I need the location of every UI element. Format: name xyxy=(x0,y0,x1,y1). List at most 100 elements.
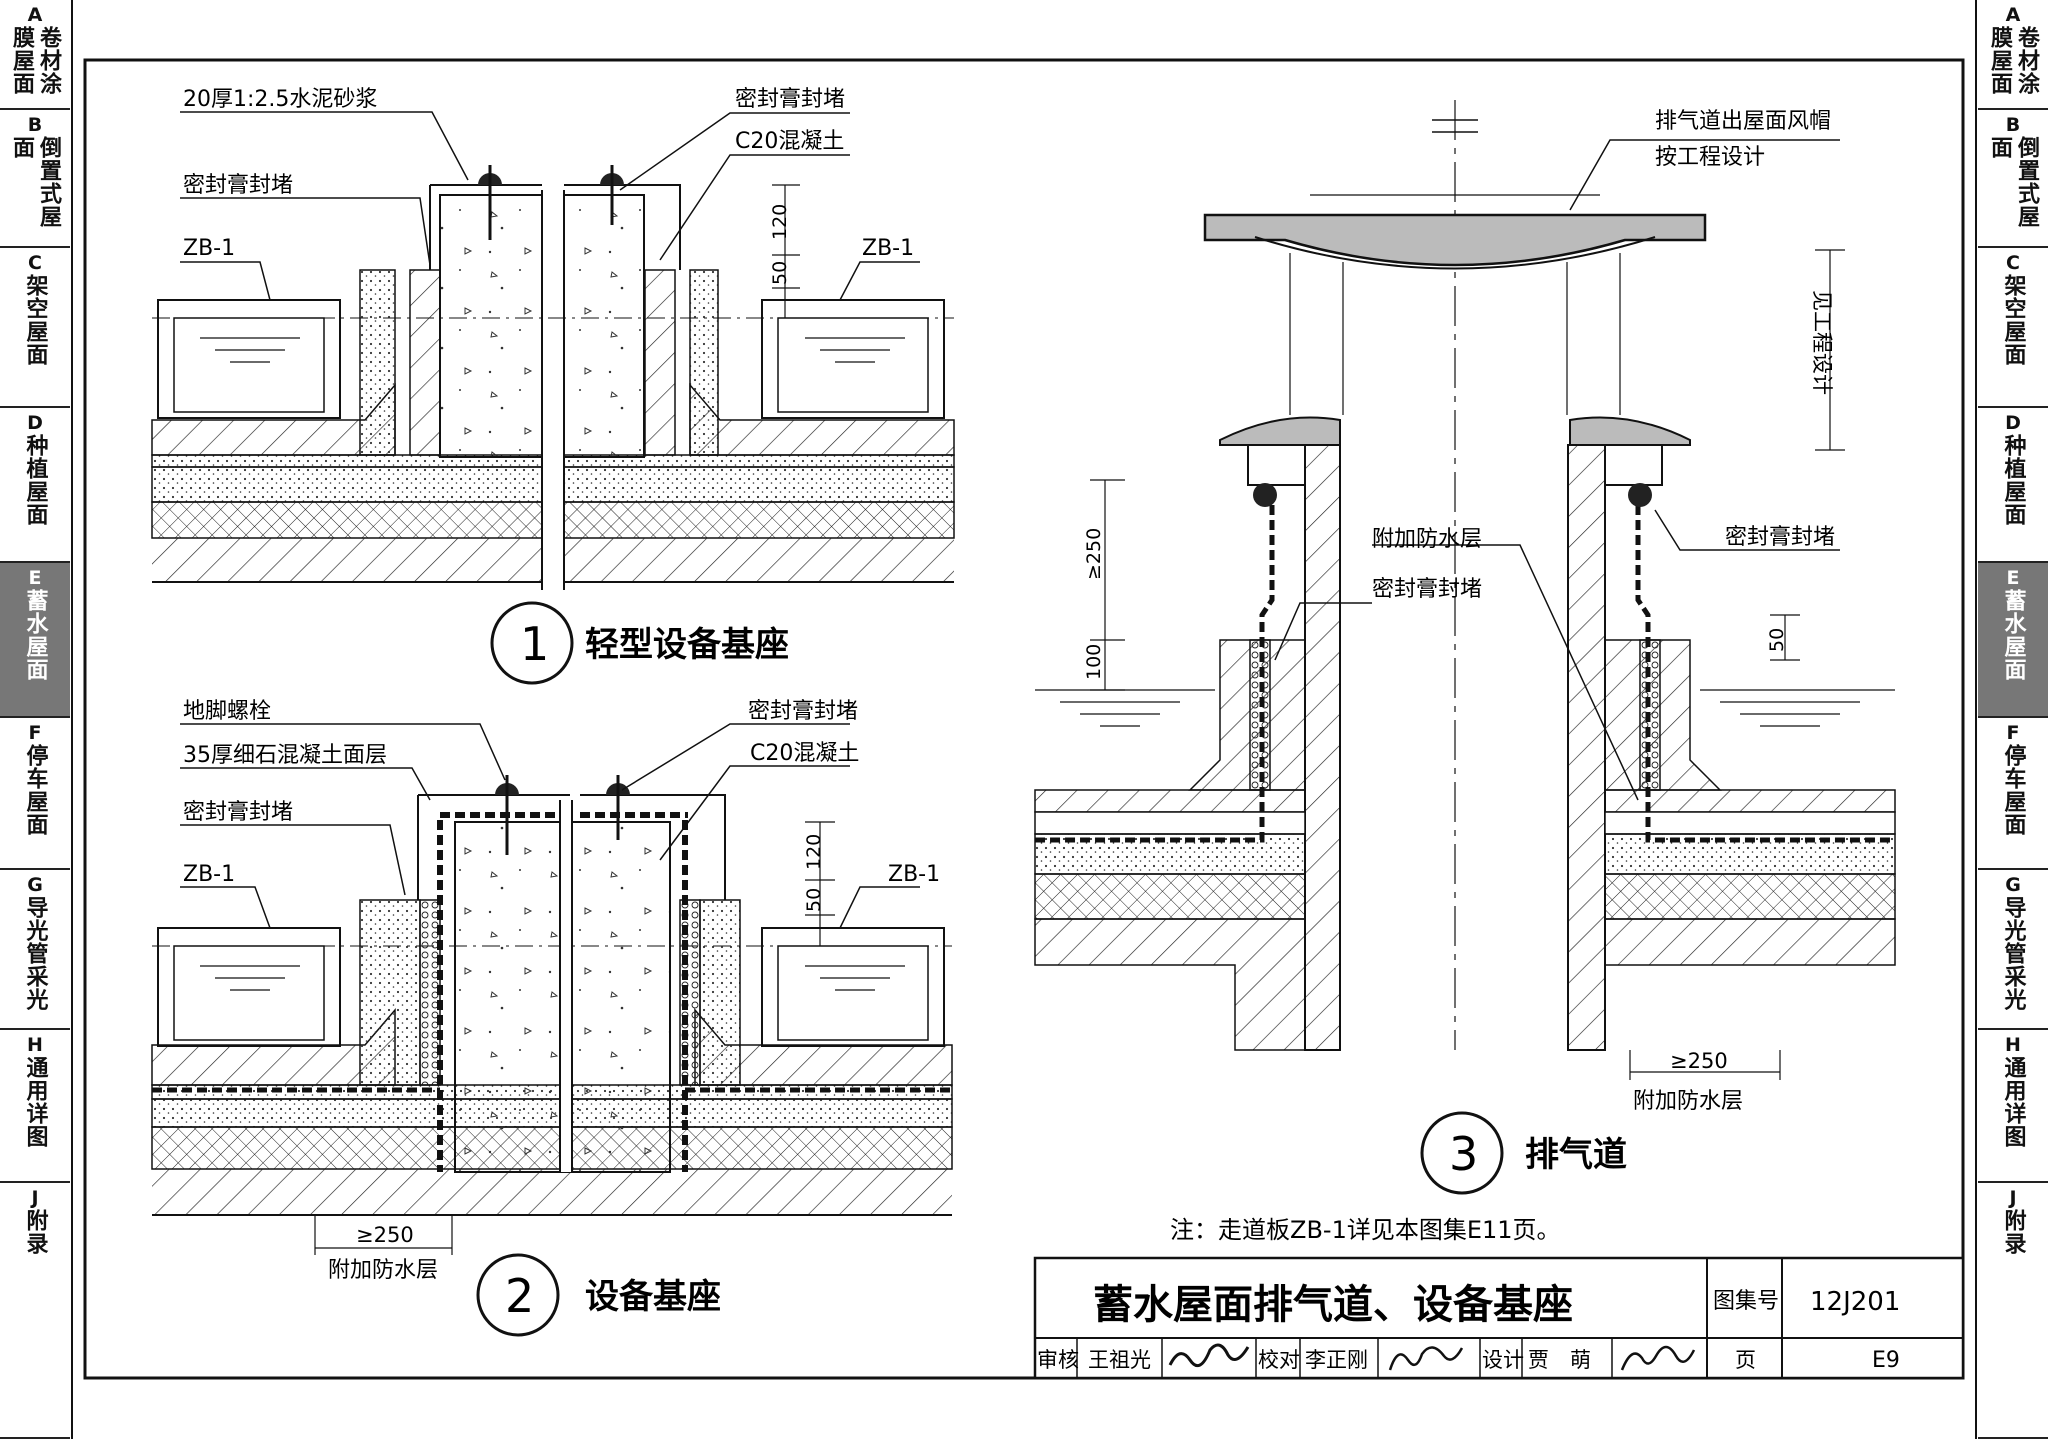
dim-50-label: 50 xyxy=(803,888,825,912)
tab-label: 卷材涂膜屋面 xyxy=(1987,26,2039,95)
tab-label: 通用详图 xyxy=(2000,1056,2026,1148)
tab-letter: A xyxy=(27,4,43,26)
tab-label: 停车屋面 xyxy=(22,744,48,836)
tab-label: 种植屋面 xyxy=(2000,434,2026,526)
detail-3-title: 排气道 xyxy=(1525,1135,1627,1175)
atlas-number: 12J201 xyxy=(1810,1287,1900,1317)
tab-letter: E xyxy=(28,567,42,589)
dim-120-label: 120 xyxy=(803,834,825,870)
sealant-right-label: 密封膏封堵 xyxy=(1725,525,1835,550)
tab-label: 架空屋面 xyxy=(22,274,48,366)
hood-label: 排气道出屋面风帽 xyxy=(1655,109,1831,134)
tab-letter: F xyxy=(28,722,42,744)
anchor-bolt-label: 地脚螺栓 xyxy=(183,699,271,724)
tab-letter: C xyxy=(28,252,42,274)
reviewer-name: 王祖光 xyxy=(1088,1348,1151,1372)
page-label: 页 xyxy=(1735,1348,1756,1372)
tab-letter: C xyxy=(2006,252,2020,274)
tab-letter: B xyxy=(2005,114,2021,136)
sealant-mid-label: 密封膏封堵 xyxy=(1372,577,1482,602)
designer-name: 贾 萌 xyxy=(1528,1348,1591,1372)
tab-letter: B xyxy=(27,114,43,136)
tab-label: 倒置式屋面 xyxy=(1987,136,2039,228)
tab-letter: E xyxy=(2006,567,2020,589)
tab-label: 架空屋面 xyxy=(2000,274,2026,366)
sealant-left-label: 密封膏封堵 xyxy=(183,800,293,825)
extra-waterproof-label: 附加防水层 xyxy=(1372,527,1482,552)
extra-waterproof-bottom-label: 附加防水层 xyxy=(1633,1089,1743,1114)
reviewer-signature xyxy=(1168,1343,1250,1368)
tab-letter: F xyxy=(2006,722,2020,744)
tab-label: 导光管采光 xyxy=(2000,896,2026,1011)
sealant-left-label: 密封膏封堵 xyxy=(183,173,293,198)
checker-signature xyxy=(1388,1346,1464,1371)
designer-signature xyxy=(1620,1345,1696,1371)
dim-100-label: 100 xyxy=(1083,644,1105,680)
sheet-title: 蓄水屋面排气道、设备基座 xyxy=(1093,1282,1573,1328)
check-label: 校对 xyxy=(1258,1348,1300,1372)
dim-250-h-label: ≥250 xyxy=(1670,1049,1728,1073)
tab-letter: G xyxy=(2005,874,2021,896)
tab-letter: A xyxy=(2005,4,2021,26)
tab-letter: G xyxy=(27,874,43,896)
topping-label: 35厚细石混凝土面层 xyxy=(183,743,387,768)
note-text: 注：走道板ZB-1详见本图集E11页。 xyxy=(1170,1216,1561,1244)
tab-letter: D xyxy=(2005,412,2021,434)
checker-name: 李正刚 xyxy=(1305,1348,1368,1372)
tab-label: 倒置式屋面 xyxy=(9,136,61,228)
tab-label: 蓄水屋面 xyxy=(2000,589,2026,681)
review-label: 审核 xyxy=(1037,1348,1079,1372)
dim-250-label: ≥250 xyxy=(356,1223,414,1247)
extra-waterproof-label: 附加防水层 xyxy=(328,1258,438,1283)
tab-label: 卷材涂膜屋面 xyxy=(9,26,61,95)
tab-label: 蓄水屋面 xyxy=(22,589,48,681)
detail-3-exhaust-duct: 排气道出屋面风帽 按工程设计 见工程设计 附加防水层 密封膏封堵 密封膏封堵 ≥… xyxy=(1034,100,1896,1195)
tab-label: 通用详图 xyxy=(22,1056,48,1148)
zb-right-label: ZB-1 xyxy=(888,862,940,887)
zb-left-label: ZB-1 xyxy=(183,862,235,887)
mortar-label: 20厚1:2.5水泥砂浆 xyxy=(183,87,377,112)
dim-50-label: 50 xyxy=(1766,628,1788,652)
tab-label: 附录 xyxy=(22,1209,48,1255)
tab-label: 导光管采光 xyxy=(22,896,48,1011)
tab-letter: J xyxy=(2009,1187,2017,1209)
zb-right-label: ZB-1 xyxy=(862,236,914,261)
detail-1-number: 1 xyxy=(520,617,549,671)
detail-2-equipment-base: 地脚螺栓 35厚细石混凝土面层 密封膏封堵 密封膏封堵 C20混凝土 ZB-1 … xyxy=(151,699,953,1337)
tab-label: 停车屋面 xyxy=(2000,744,2026,836)
detail-2-title: 设备基座 xyxy=(585,1277,721,1317)
sealant-right-label: 密封膏封堵 xyxy=(748,699,858,724)
zb-left-label: ZB-1 xyxy=(183,236,235,261)
page-number: E9 xyxy=(1872,1348,1900,1373)
atlas-label: 图集号 xyxy=(1713,1289,1779,1314)
concrete-label: C20混凝土 xyxy=(750,741,859,766)
dim-250-v-label: ≥250 xyxy=(1083,528,1105,580)
dim-50-label: 50 xyxy=(769,261,791,285)
see-design-label: 见工程设计 xyxy=(1810,290,1834,395)
detail-1-light-equipment-base: 20厚1:2.5水泥砂浆 密封膏封堵 密封膏封堵 C20混凝土 ZB-1 ZB-… xyxy=(151,87,955,685)
tab-letter: J xyxy=(31,1187,39,1209)
concrete-label: C20混凝土 xyxy=(735,129,844,154)
dim-120-label: 120 xyxy=(769,204,791,240)
sealant-right-label: 密封膏封堵 xyxy=(735,87,845,112)
design-label: 设计 xyxy=(1482,1348,1524,1372)
